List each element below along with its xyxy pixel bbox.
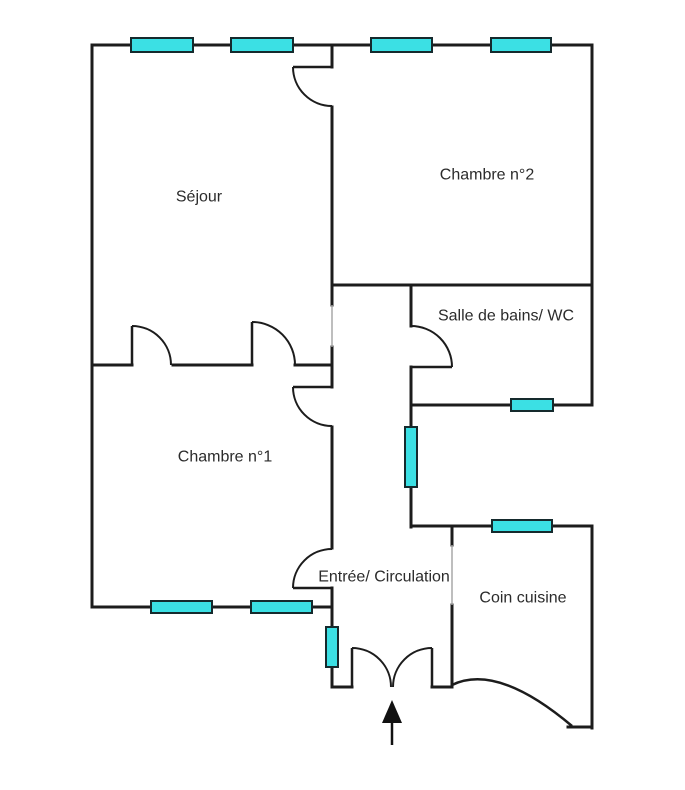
window-marker [490, 37, 552, 53]
curved-wall [451, 678, 573, 727]
room-label-chambre-2: Chambre n°2 [440, 167, 535, 184]
door-swing-arc [292, 66, 333, 107]
room-label-entree-circulation: Entrée/ Circulation [318, 569, 450, 586]
room-label-sejour: Séjour [176, 189, 223, 206]
window-marker [150, 600, 213, 614]
door-swing-arc [292, 386, 333, 427]
room-label-chambre-1: Chambre n°1 [178, 449, 273, 466]
door-swing-arc [251, 321, 296, 366]
window-marker [325, 626, 339, 668]
window-marker [230, 37, 294, 53]
door-swing-arc [131, 325, 172, 366]
door-swing-arc [392, 647, 433, 688]
door-swing-arc [292, 548, 333, 589]
door-swing-arc [351, 647, 392, 688]
window-marker [130, 37, 194, 53]
window-marker [510, 398, 554, 412]
room-label-salle-de-bains-wc: Salle de bains/ WC [438, 308, 574, 325]
room-label-coin-cuisine: Coin cuisine [479, 590, 566, 607]
entrance-arrow-head [382, 700, 402, 723]
window-marker [491, 519, 553, 533]
window-marker [370, 37, 433, 53]
door-swing-arc [410, 325, 453, 368]
window-marker [250, 600, 313, 614]
window-marker [404, 426, 418, 488]
